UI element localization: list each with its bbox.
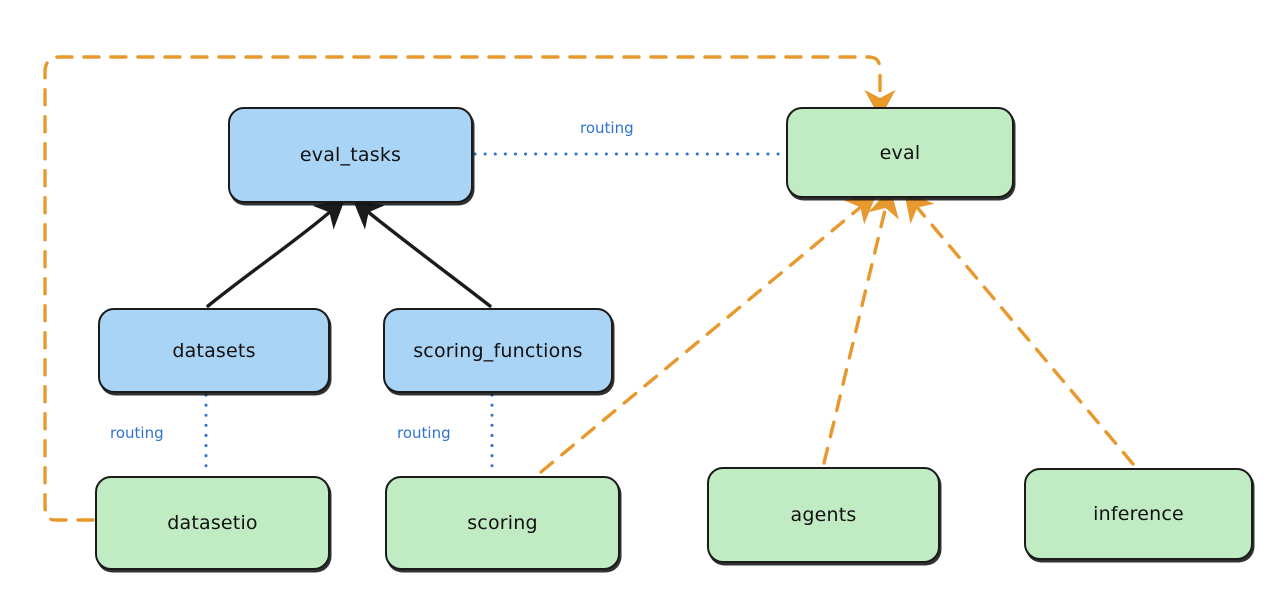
- edge-scoring-functions-to-eval-tasks: [352, 199, 492, 308]
- node-inference[interactable]: inference: [1024, 468, 1253, 560]
- node-label-eval: eval: [879, 141, 921, 164]
- node-label-agents: agents: [790, 504, 857, 526]
- node-label-datasets: datasets: [172, 339, 256, 362]
- node-label-eval-tasks: eval_tasks: [299, 144, 402, 166]
- node-agents[interactable]: agents: [707, 467, 940, 563]
- node-datasetio[interactable]: datasetio: [95, 476, 330, 570]
- edge-inference-to-eval: [903, 191, 1135, 466]
- node-label-scoring-functions: scoring_functions: [413, 339, 583, 362]
- node-datasets[interactable]: datasets: [98, 308, 330, 393]
- edge-label-routing-eval: routing: [580, 119, 634, 137]
- node-eval[interactable]: eval: [786, 107, 1014, 198]
- node-eval-tasks[interactable]: eval_tasks: [228, 107, 473, 203]
- node-label-inference: inference: [1093, 503, 1184, 525]
- node-scoring[interactable]: scoring: [385, 476, 620, 570]
- node-scoring-functions[interactable]: scoring_functions: [383, 308, 613, 393]
- edge-label-routing-scoring: routing: [397, 424, 451, 442]
- edge-label-routing-datasetio: routing: [110, 424, 164, 442]
- node-label-datasetio: datasetio: [167, 512, 258, 534]
- node-label-scoring: scoring: [467, 512, 538, 534]
- edge-datasets-to-eval-tasks: [206, 198, 346, 308]
- edge-agents-to-eval: [822, 187, 899, 465]
